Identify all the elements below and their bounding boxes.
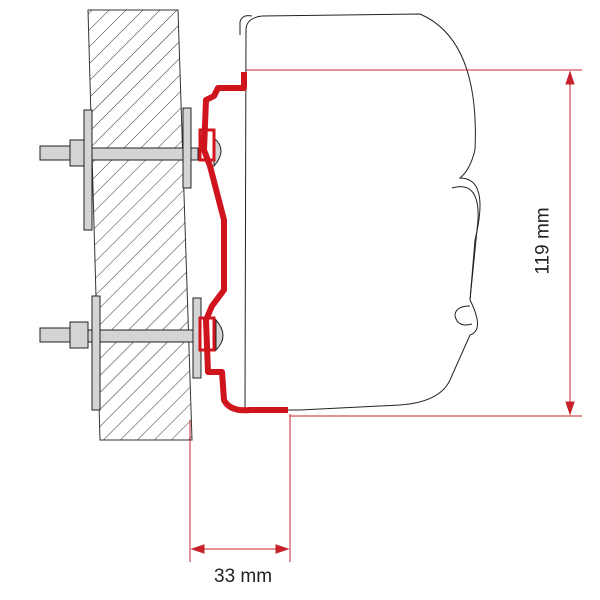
height-dimension-label: 119 mm — [532, 207, 554, 275]
width-dimension — [189, 414, 291, 562]
awning-housing — [244, 13, 481, 411]
lower-bolt — [39, 295, 224, 411]
awning-groove — [451, 186, 479, 326]
upper-bolt — [39, 107, 222, 231]
wall-section — [87, 9, 193, 441]
width-dimension-label: 33 mm — [214, 566, 273, 587]
awning-hook — [239, 15, 253, 35]
height-dimension — [246, 69, 582, 417]
adapter-bracket — [201, 72, 288, 414]
